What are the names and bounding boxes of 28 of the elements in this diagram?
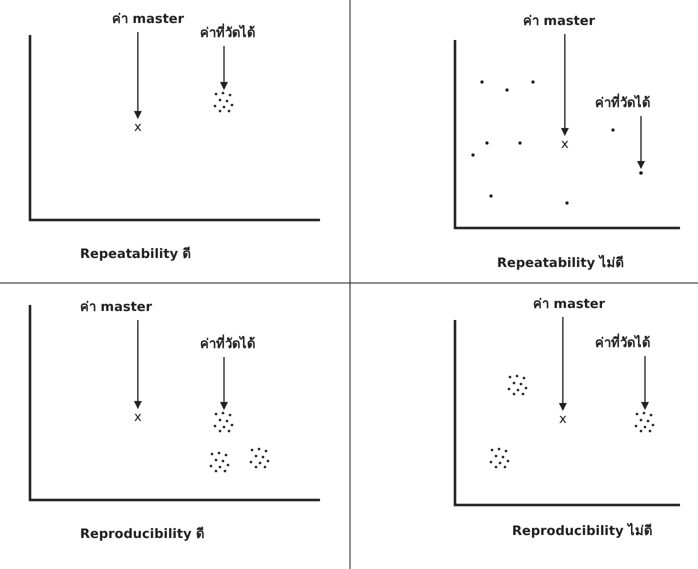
- point-marker: x: [134, 120, 142, 135]
- annotation-text: ค่าที่วัดได้: [595, 332, 650, 353]
- annotation-text: ค่า master: [533, 293, 606, 314]
- arrow: [220, 357, 228, 410]
- dot-cluster: [633, 411, 657, 433]
- arrow: [560, 34, 569, 136]
- annotation-text: ค่าที่วัดได้: [595, 92, 650, 113]
- panel-caption: Repeatability ไม่ดี: [497, 254, 624, 273]
- dot-cluster: [212, 91, 236, 113]
- panel-caption: Reproducibility ดี: [80, 526, 204, 544]
- point-marker: x: [561, 137, 569, 152]
- panel-caption: Repeatability ดี: [80, 246, 191, 264]
- annotation-text: ค่าที่วัดได้: [200, 333, 255, 354]
- annotation-text: ค่า master: [523, 10, 596, 31]
- annotation-text: ค่า master: [80, 296, 152, 317]
- dot-cluster: [212, 411, 236, 433]
- annotation-text: ค่าที่วัดได้: [200, 22, 255, 43]
- annotation-text: ค่า master: [112, 8, 184, 29]
- point-marker: x: [134, 410, 142, 425]
- panel-caption: Reproducibility ไม่ดี: [512, 522, 652, 541]
- point-marker: x: [559, 412, 567, 427]
- arrow: [220, 46, 228, 90]
- arrow: [641, 356, 649, 410]
- arrow: [637, 116, 645, 169]
- arrow: [134, 320, 142, 409]
- data-point: [638, 170, 644, 176]
- arrow: [558, 317, 567, 411]
- arrow: [134, 32, 142, 119]
